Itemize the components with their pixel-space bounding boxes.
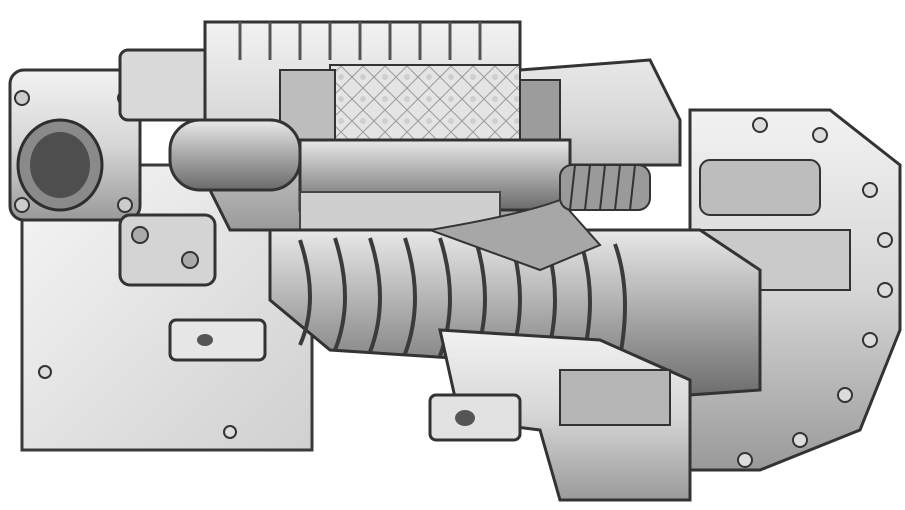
suction-flange [8, 48, 217, 222]
solenoid-valve [118, 213, 217, 287]
rotor-shaft [168, 118, 572, 233]
mounting-foot [168, 318, 267, 362]
cooling-fins [238, 22, 482, 60]
threaded-shaft [559, 164, 651, 211]
lower-housing [428, 328, 692, 502]
